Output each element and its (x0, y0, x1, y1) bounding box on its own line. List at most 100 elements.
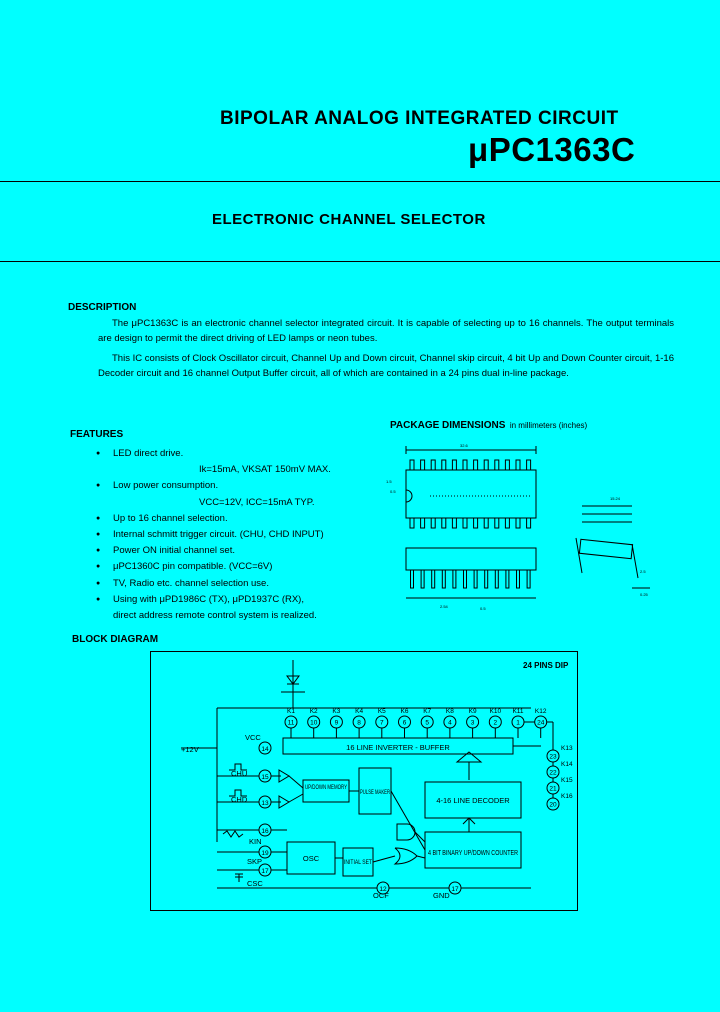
feature-item: Low power consumption. VCC=12V, ICC=15mA… (96, 478, 386, 510)
feature-item: Internal schmitt trigger circuit. (CHU, … (96, 527, 386, 543)
top-pin-label: K12 (535, 708, 547, 715)
skp-label: SKP (247, 857, 262, 866)
svg-text:0.25: 0.25 (640, 592, 649, 597)
package-side-pin (463, 569, 467, 589)
features-list: LED direct drive. Ik=15mA, VKSAT 150mV M… (96, 446, 386, 624)
feature-subtext: VCC=12V, ICC=15mA TYP. (199, 496, 315, 508)
package-pin (515, 517, 521, 529)
package-dimension-drawing: 1.5 0.5 32.6 2.54 0.5 2.5 15.24 0.25 (370, 438, 700, 618)
csc-label: CSC (247, 879, 263, 888)
right-pin-circle (546, 749, 560, 763)
right-pin-number: 23 (549, 754, 557, 761)
package-pin (409, 459, 415, 471)
chd-pin-number: 13 (261, 800, 269, 807)
svg-text:32.6: 32.6 (460, 443, 469, 448)
header-divider (0, 181, 720, 182)
block-diagram-svg: 11K110K29K38K47K56K65K74K83K92K101K1124K… (181, 660, 573, 900)
package-side-pin (484, 569, 489, 589)
top-pin-circle (329, 715, 343, 729)
right-pin-label: K13 (561, 745, 573, 752)
package-drawing-svg: 1.5 0.5 32.6 2.54 0.5 2.5 15.24 0.25 (386, 443, 650, 611)
package-pin (473, 517, 479, 529)
top-pin-label: K1 (287, 708, 295, 715)
package-pin (441, 459, 447, 471)
feature-subtext: Ik=15mA, VKSAT 150mV MAX. (199, 464, 331, 476)
top-pin-circle (443, 715, 457, 729)
package-pin (420, 459, 426, 471)
top-pin-label: K7 (423, 708, 431, 715)
feature-text: Internal schmitt trigger circuit. (CHU, … (113, 529, 324, 541)
kin-pin-number: 16 (261, 828, 269, 835)
top-pin-number: 2 (493, 720, 497, 727)
package-pin (515, 459, 521, 471)
part-number-title: μPC1363C (468, 131, 636, 168)
top-pin-circle (398, 715, 411, 729)
svg-text:0.5: 0.5 (390, 489, 396, 494)
block-diagram-heading: BLOCK DIAGRAM (72, 634, 159, 645)
chd-label: CHD (231, 795, 248, 804)
package-side-pin (473, 569, 478, 589)
right-pin-number: 22 (549, 770, 557, 777)
package-pin (483, 517, 489, 529)
vcc-pin-number: 14 (261, 746, 269, 753)
top-pin-number: 11 (288, 720, 295, 727)
chu-label: CHU (231, 769, 247, 778)
package-side-pin (420, 569, 425, 589)
feature-text: Using with μPD1986C (TX), μPD1937C (RX), (113, 593, 304, 605)
pulse-maker-label: PULSE MAKER (360, 789, 390, 796)
feature-text: Up to 16 channel selection. (113, 512, 228, 524)
description-paragraph-1: The μPC1363C is an electronic channel se… (98, 318, 674, 344)
top-pin-number: 8 (357, 720, 361, 727)
description-paragraph-2: This IC consists of Clock Oscillator cir… (98, 353, 674, 379)
right-pin-number: 20 (549, 802, 557, 809)
feature-item: LED direct drive. Ik=15mA, VKSAT 150mV M… (96, 446, 386, 478)
package-dimensions-caption: PACKAGE DIMENSIONS in millimeters (inche… (390, 415, 587, 433)
package-pin (526, 517, 532, 529)
svg-text:1.5: 1.5 (386, 479, 392, 484)
right-pin-number: 21 (549, 786, 557, 793)
description-heading: DESCRIPTION (68, 302, 137, 313)
top-pin-circle (352, 715, 366, 729)
top-pin-circle (488, 715, 502, 729)
top-pin-number: 7 (380, 720, 384, 727)
feature-item: Using with μPD1986C (TX), μPD1937C (RX),… (96, 592, 386, 624)
package-pin (430, 459, 436, 471)
top-pin-label: K4 (355, 708, 363, 715)
feature-item: Up to 16 channel selection. (96, 511, 386, 527)
feature-item: μPC1360C pin compatible. (VCC=6V) (96, 559, 386, 575)
package-pin (409, 517, 415, 529)
package-pin (462, 459, 468, 471)
top-pin-circle (420, 715, 434, 729)
top-pin-number: 5 (425, 720, 429, 727)
pins-dip-label: 24 PINS DIP (523, 661, 569, 670)
kin-label: KIN (249, 837, 262, 846)
feature-item: Power ON initial channel set. (96, 543, 386, 559)
top-pin-number: 1 (516, 720, 520, 727)
feature-item: TV, Radio etc. channel selection use. (96, 576, 386, 592)
top-pin-label: K3 (332, 708, 340, 715)
top-pin-label: K11 (512, 708, 523, 715)
feature-subtext: direct address remote control system is … (113, 610, 317, 622)
ocf-label: OCF (373, 891, 389, 900)
feature-text: Low power consumption. (113, 480, 219, 492)
package-pin (462, 517, 468, 529)
svg-text:2.54: 2.54 (440, 604, 449, 609)
top-pin-label: K6 (401, 708, 409, 715)
top-pin-circle (307, 715, 321, 729)
feature-text: TV, Radio etc. channel selection use. (113, 577, 269, 589)
features-heading: FEATURES (70, 429, 124, 440)
top-pin-circle (511, 715, 525, 729)
package-side-pin (526, 569, 531, 589)
supply-label: +12V (181, 745, 199, 754)
package-pin (430, 517, 436, 529)
top-pin-label: K2 (310, 708, 318, 715)
package-pin (473, 459, 479, 471)
top-pin-label: K8 (446, 708, 454, 715)
decoder-label: 4-16 LINE DECODER (436, 796, 510, 805)
right-pin-circle (546, 797, 560, 811)
top-pin-number: 3 (471, 720, 475, 727)
package-side-pin (505, 569, 510, 589)
vcc-label: VCC (245, 733, 261, 742)
